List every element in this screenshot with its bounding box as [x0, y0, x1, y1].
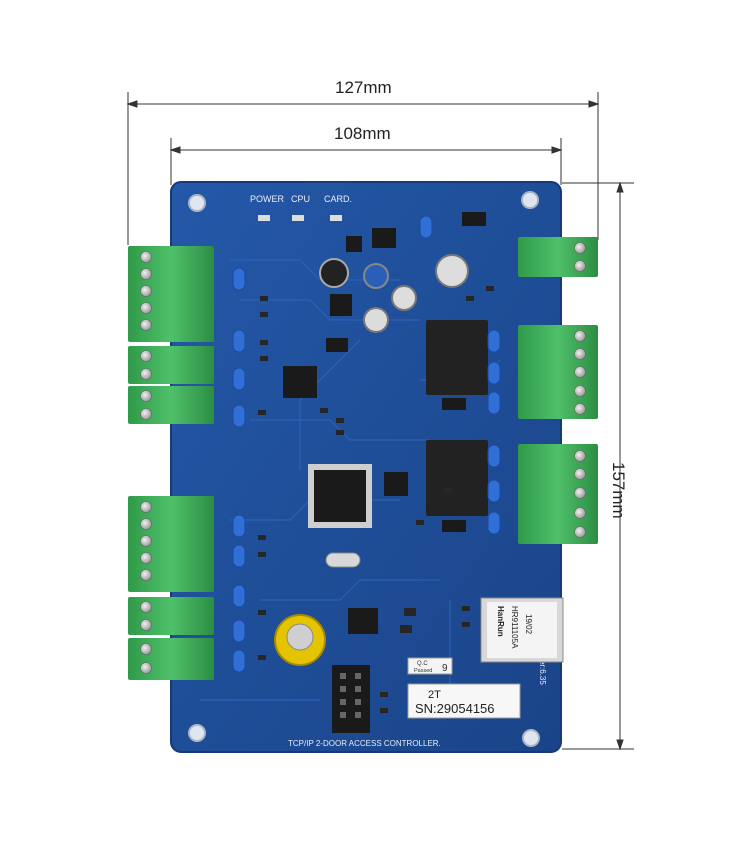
- status-leds: [258, 215, 342, 221]
- rj45-date: 19/02: [524, 614, 533, 635]
- version-label: Ver:6.35: [538, 655, 547, 685]
- mcu-chip: [308, 464, 372, 528]
- qc-text: Q.C: [417, 661, 428, 667]
- right-terminal-blocks: [518, 237, 598, 544]
- board-width-label: 108mm: [334, 124, 391, 143]
- led-cpu-label: CPU: [291, 194, 310, 204]
- qc-sticker: Q.C Passed 9: [407, 657, 453, 675]
- serial-label: 2T SN:29054156: [407, 683, 521, 719]
- rj45-brand: HanRun: [496, 606, 505, 637]
- qc-passed-text: Passed: [414, 668, 432, 674]
- ceramic-capacitors: [232, 215, 501, 673]
- model-text: 2T: [428, 689, 441, 701]
- dimension-lines: [126, 92, 634, 751]
- ic-chips: [283, 212, 486, 634]
- led-power-label: POWER: [250, 194, 285, 204]
- board-name-label: TCP/IP 2-DOOR ACCESS CONTROLLER.: [288, 739, 441, 748]
- coin-battery: [274, 614, 326, 666]
- overall-width-label: 127mm: [335, 78, 392, 97]
- crystal: [325, 552, 361, 568]
- qc-number: 9: [442, 663, 448, 674]
- pin-header: [332, 665, 370, 733]
- electrolytic-capacitors: [319, 254, 469, 333]
- left-terminal-blocks: [128, 246, 214, 680]
- serial-text: SN:29054156: [415, 701, 495, 716]
- smd-components: [258, 286, 494, 713]
- rj45-jack: HanRun HR911105A 19/02: [480, 597, 564, 663]
- led-card-label: CARD.: [324, 194, 352, 204]
- rj45-part: HR911105A: [510, 606, 519, 649]
- relays: [426, 320, 488, 516]
